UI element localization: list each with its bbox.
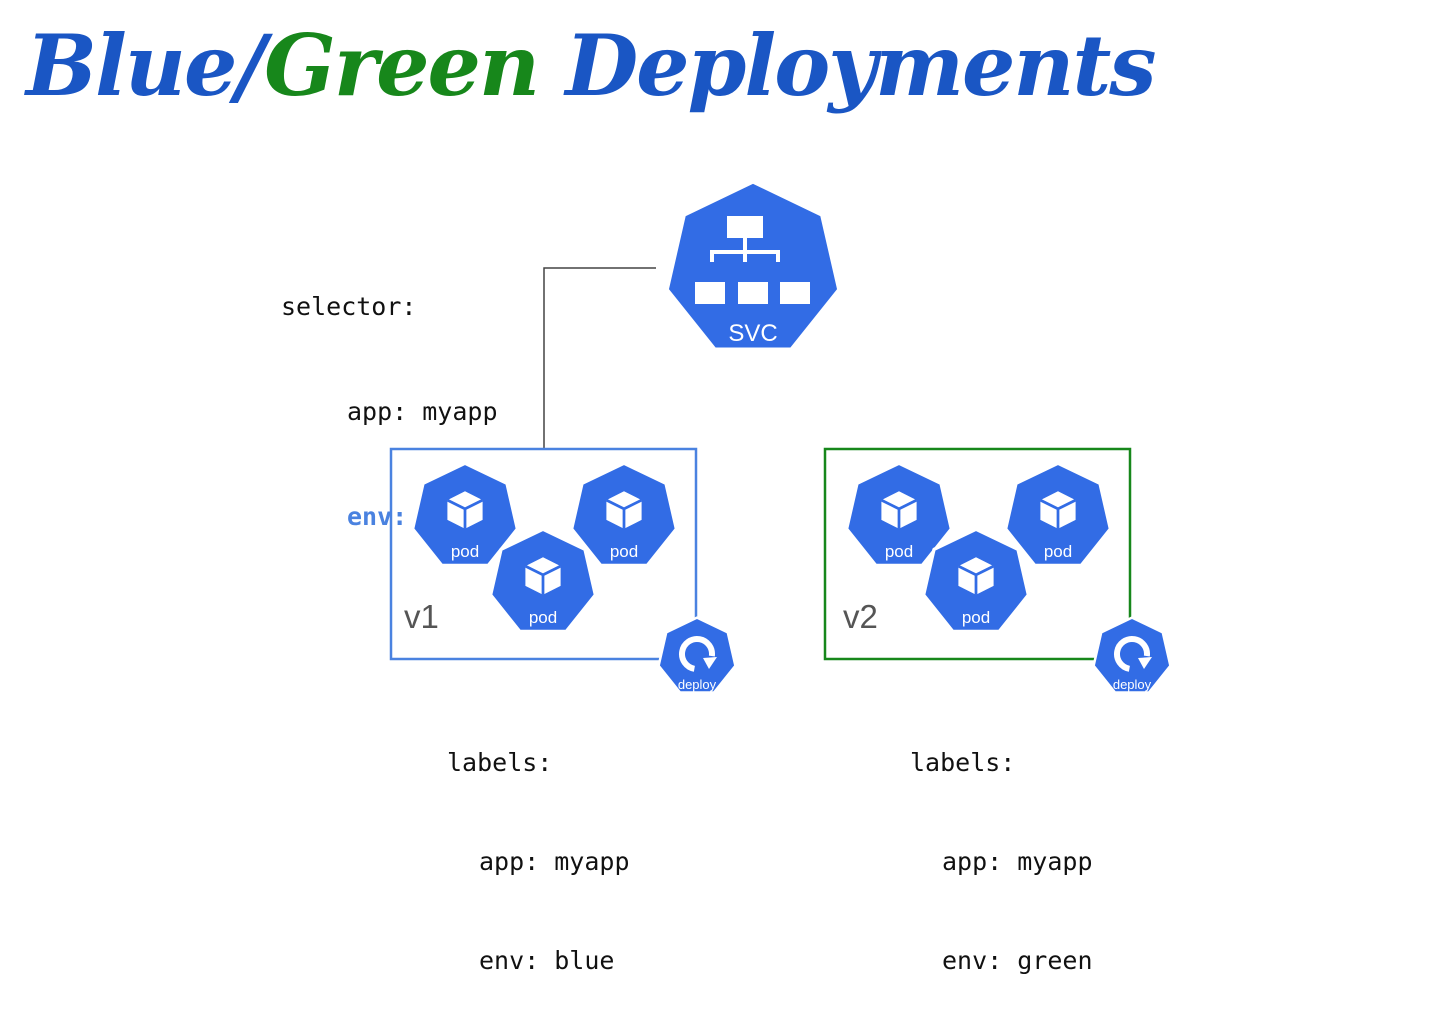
svc-child-node [738,282,768,304]
deploy-label: deploy [1113,677,1152,692]
pod-icon: pod [921,527,1031,634]
pod-icon: pod [1003,461,1113,568]
svc-child-node [780,282,810,304]
title-deployments: Deployments [538,16,1156,115]
selector-app: app: myapp [347,397,498,426]
title-blue: Blue [26,16,237,115]
pod-icon: pod [488,527,598,634]
service-connector-line [543,267,656,449]
version-label-v2: v2 [843,598,878,635]
pod-icon: pod [844,461,954,568]
labels-block-v1: labels: app: myapp env: blue [447,680,630,1010]
labels-env: env: blue [479,946,615,975]
svc-child-node [695,282,725,304]
labels-title: labels: [447,748,553,777]
deployment-box-v2 [823,447,1132,661]
title-separator: / [235,16,266,115]
svc-root-node [727,216,763,238]
labels-env: env: green [942,946,1093,975]
deployment-diagram: SVC pod pod pod deploy pod pod pod [389,0,1172,694]
pod-label: pod [962,608,990,627]
pod-icon: pod [410,461,520,568]
version-label-v1: v1 [404,598,439,635]
title-green: Green [264,16,540,115]
selector-title: selector: [281,292,417,321]
pod-icon: pod [569,461,679,568]
pod-label: pod [610,542,638,561]
deploy-icon: deploy [657,616,737,694]
deployment-box-v1 [389,447,698,661]
labels-title: labels: [910,748,1016,777]
service-label: SVC [728,320,777,347]
deploy-icon: deploy [1092,616,1172,694]
labels-app: app: myapp [942,847,1093,876]
pod-label: pod [451,542,479,561]
deploy-label: deploy [678,677,717,692]
pod-label: pod [1044,542,1072,561]
pod-label: pod [885,542,913,561]
service-icon: SVC [666,181,840,351]
page-title: Blue/Green Deployments [26,6,1157,126]
labels-block-v2: labels: app: myapp env: green [910,680,1093,1010]
labels-app: app: myapp [479,847,630,876]
pod-label: pod [529,608,557,627]
